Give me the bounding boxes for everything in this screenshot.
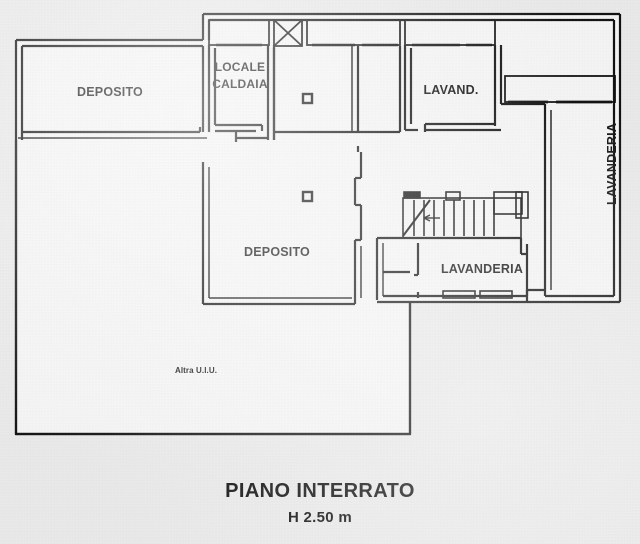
room-label-locale-caldaia-line1: LOCALE [214, 60, 266, 74]
deposito-lower-walls [201, 152, 363, 306]
deposito-upper-walls [18, 46, 207, 139]
room-label-deposito-upper: DEPOSITO [77, 85, 143, 99]
room-label-lavand: LAVAND. [423, 83, 479, 97]
floor-fill-layer [16, 14, 620, 434]
room-label-lavanderia-lower: LAVANDERIA [440, 262, 524, 276]
page-title: PIANO INTERRATO [225, 480, 415, 502]
staircase [402, 191, 529, 239]
pillar-2 [301, 190, 314, 203]
lavanderia-lower-windows [442, 290, 513, 299]
room-label-lavanderia-vertical: LAVANDERIA [605, 122, 620, 205]
lavanderia-lower-walls [375, 236, 529, 300]
room-label-altra-uiu: Altra U.I.U. [174, 366, 218, 375]
room-label-deposito-lower: DEPOSITO [244, 245, 310, 259]
lavand-room-walls [403, 45, 503, 132]
locale-caldaia-walls [207, 45, 276, 142]
pillar-symbols [301, 92, 314, 203]
altra-uiu-boundary [14, 140, 412, 436]
room-label-locale-caldaia-line2: CALDAIA [212, 77, 268, 91]
pillar-1 [301, 92, 314, 105]
lavanderia-wing-walls [501, 102, 614, 302]
page-subtitle: H 2.50 m [287, 509, 353, 526]
center-upper-walls [272, 45, 402, 140]
